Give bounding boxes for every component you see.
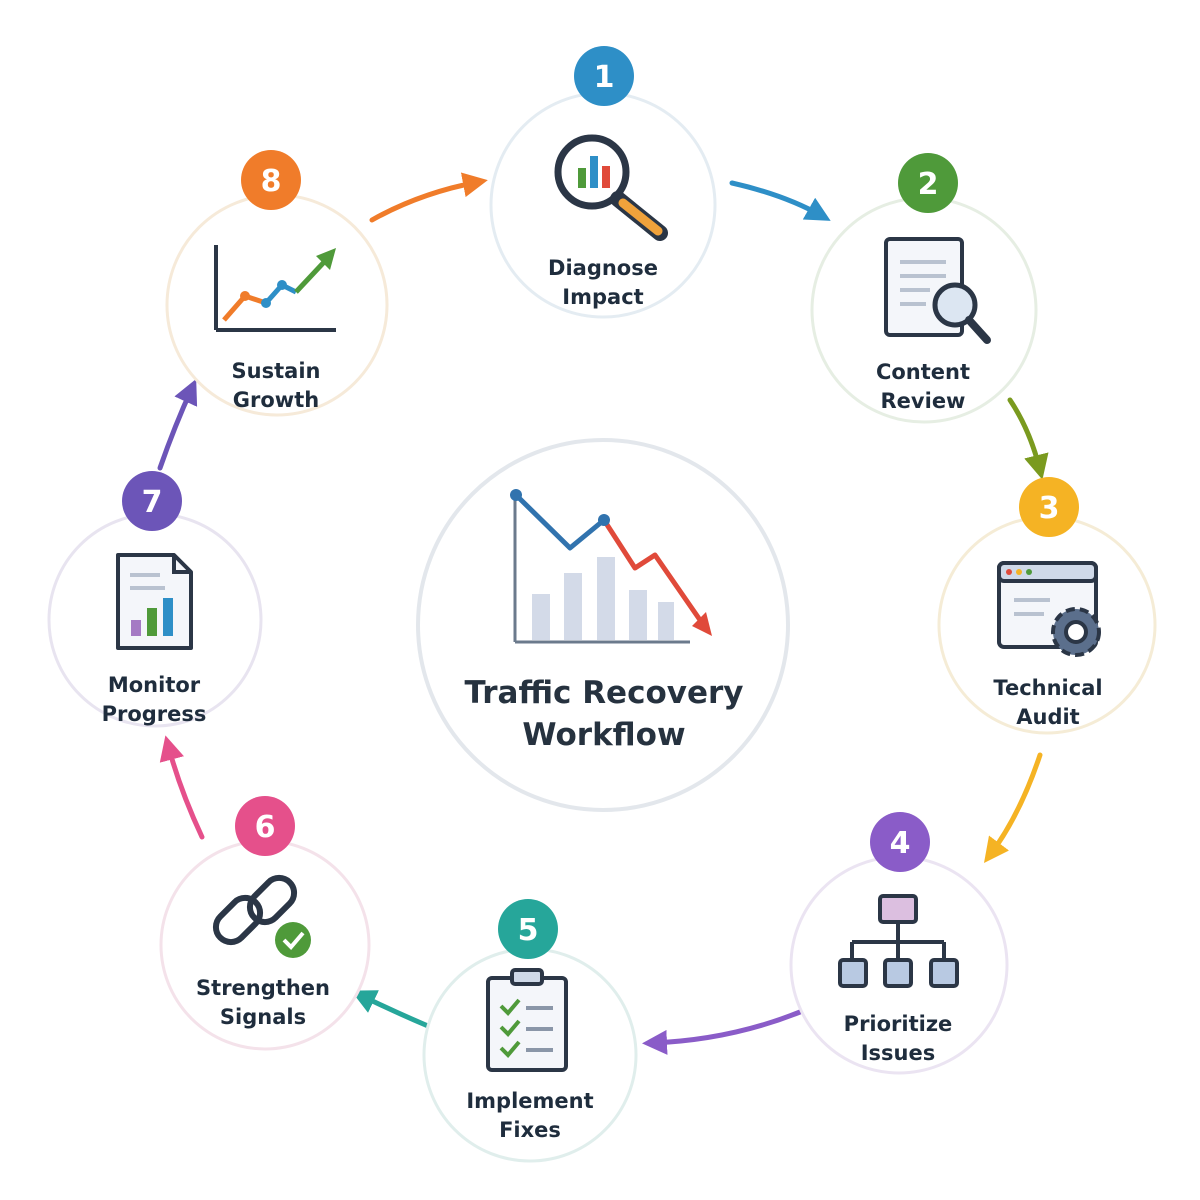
step-7-label-line1: Monitor — [108, 673, 201, 697]
step-2-label-line1: Content — [876, 360, 970, 384]
step-5-badge — [498, 899, 558, 959]
step-4-number: 4 — [890, 826, 911, 861]
step-2: Content Review 2 — [810, 153, 1038, 424]
arrow-step-3-to-4 — [984, 752, 1043, 864]
hierarchy-icon — [838, 894, 959, 988]
arrow-step-6-to-7 — [159, 735, 205, 840]
step-6-label-line1: Strengthen — [196, 976, 330, 1000]
arrow-step-2-to-3 — [1007, 397, 1049, 480]
step-4: Prioritize Issues 4 — [789, 812, 1009, 1075]
step-4-label-line1: Prioritize — [844, 1012, 953, 1036]
arrow-step-5-to-6 — [351, 990, 431, 1029]
step-7: Monitor Progress 7 — [47, 471, 263, 728]
step-8: Sustain Growth 8 — [165, 150, 389, 417]
magnifier-chart-icon — [554, 134, 668, 241]
center-hub: Traffic Recovery Workflow — [416, 438, 790, 812]
step-5-label-line2: Fixes — [499, 1118, 561, 1142]
step-7-number: 7 — [142, 485, 163, 520]
step-3-label-line2: Audit — [1016, 705, 1079, 729]
step-8-label-line1: Sustain — [232, 359, 321, 383]
arrow-step-8-to-1 — [369, 172, 488, 223]
step-2-label-line2: Review — [881, 389, 966, 413]
arrow-step-7-to-8 — [157, 378, 198, 471]
growth-chart-icon — [214, 245, 336, 332]
step-6-number: 6 — [255, 810, 276, 845]
step-6: Strengthen Signals 6 — [159, 796, 371, 1051]
step-7-badge — [122, 471, 182, 531]
center-title-line1: Traffic Recovery — [465, 675, 744, 711]
step-4-badge — [870, 812, 930, 872]
document-search-icon — [884, 237, 991, 344]
step-1-label-line2: Impact — [562, 285, 643, 309]
step-nodes: Diagnose Impact 1 Content Review 2 — [47, 46, 1157, 1163]
step-1-number: 1 — [594, 60, 615, 95]
browser-gear-icon — [997, 561, 1101, 657]
step-1-badge — [574, 46, 634, 106]
arrow-step-4-to-5 — [642, 1009, 803, 1055]
step-3-number: 3 — [1039, 491, 1060, 526]
step-1: Diagnose Impact 1 — [489, 46, 717, 319]
chain-link-check-icon — [212, 874, 311, 958]
step-8-number: 8 — [261, 164, 282, 199]
checklist-clipboard-icon — [486, 968, 568, 1072]
step-3-label-line1: Technical — [993, 676, 1102, 700]
step-3-badge — [1019, 477, 1079, 537]
step-2-badge — [898, 153, 958, 213]
step-5-number: 5 — [518, 913, 539, 948]
report-document-icon — [116, 553, 193, 650]
step-2-number: 2 — [918, 167, 939, 202]
declining-traffic-chart-icon — [510, 489, 712, 644]
step-8-label-line2: Growth — [233, 388, 319, 412]
arrow-step-1-to-2 — [729, 180, 831, 221]
step-6-label-line2: Signals — [220, 1005, 306, 1029]
step-8-badge — [241, 150, 301, 210]
step-5: Implement Fixes 5 — [422, 899, 638, 1163]
step-7-label-line2: Progress — [102, 702, 207, 726]
step-4-label-line2: Issues — [861, 1041, 936, 1065]
step-6-badge — [235, 796, 295, 856]
cycle-arrows — [157, 172, 1049, 1055]
step-3: Technical Audit 3 — [937, 477, 1157, 735]
step-5-label-line1: Implement — [466, 1089, 593, 1113]
step-1-label-line1: Diagnose — [548, 256, 658, 280]
center-title-line2: Workflow — [522, 717, 685, 753]
